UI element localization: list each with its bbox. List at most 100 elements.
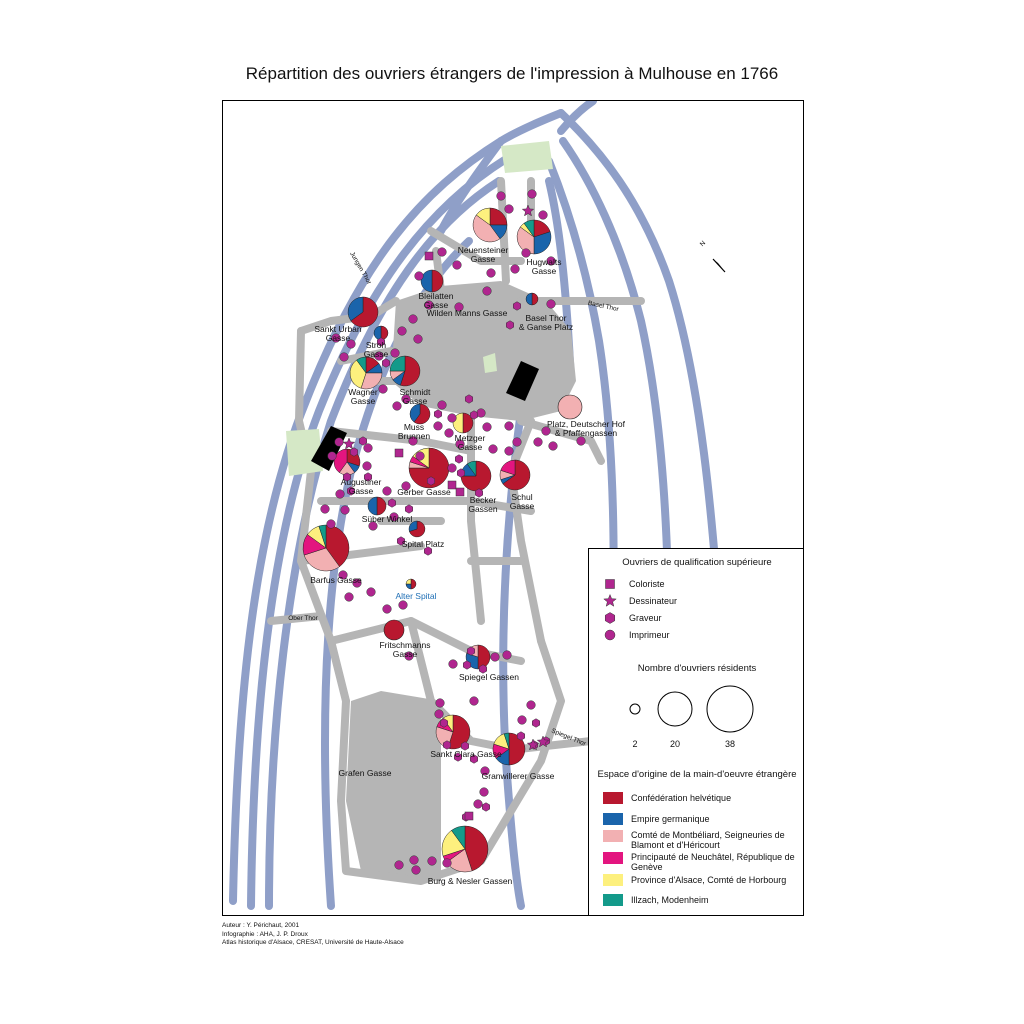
imprimeur-marker: [517, 715, 527, 725]
pie-neuensteiner: [472, 207, 508, 243]
label-sankt-clara: Sankt Clara Gasse: [430, 749, 502, 759]
imprimeur-marker: [382, 604, 392, 614]
legend-item-coloriste: Coloriste: [603, 577, 665, 591]
swatch-germanique: [603, 813, 623, 825]
imprimeur-marker: [504, 204, 514, 214]
imprimeur-marker: [366, 587, 376, 597]
imprimeur-marker: [442, 858, 452, 868]
label-schul-line-1: Schul: [511, 492, 532, 502]
legend-item-dessinateur: Dessinateur: [603, 594, 677, 608]
imprimeur-marker: [326, 519, 336, 529]
credit-atlas: Atlas historique d'Alsace, CRESAT, Unive…: [222, 939, 404, 946]
imprimeur-marker: [476, 408, 486, 418]
grafen-block: [346, 691, 441, 881]
swatch-illzach: [603, 894, 623, 906]
pie-suber-winkel: [367, 496, 387, 516]
origin-label-alsace: Province d'Alsace, Comté de Horbourg: [631, 875, 787, 885]
imprimeur-marker: [408, 314, 418, 324]
imprimeur-marker: [427, 856, 437, 866]
graveur-marker: [454, 752, 462, 762]
pie-wagner: [349, 356, 383, 390]
square-icon: [603, 577, 617, 591]
pie-granwillerer: [492, 732, 526, 766]
label-metzger-line-1: Metzger: [455, 433, 486, 443]
pie-slice: [451, 825, 466, 850]
label-grafen: Grafen Gasse: [339, 768, 392, 778]
imprimeur-marker: [413, 334, 423, 344]
size-circles: [629, 685, 754, 733]
pie-slice: [356, 356, 367, 374]
swatch-neuchatel: [603, 852, 623, 864]
label-spiegel-gassen: Spiegel Gassen: [459, 672, 519, 682]
imprimeur-marker: [390, 348, 400, 358]
imprimeur-marker: [339, 352, 349, 362]
pie-bleilatten: [420, 269, 444, 293]
imprimeur-marker: [352, 578, 362, 588]
pie-stroh: [373, 325, 389, 341]
origin-label-neuchatel: Principauté de Neuchâtel, République de …: [631, 852, 795, 872]
label-basel-thor-ganse-line-2: & Ganse Platz: [519, 322, 573, 332]
label-becker-line-1: Becker: [470, 495, 497, 505]
pie-slice: [420, 269, 433, 293]
graveur-marker: [470, 410, 478, 420]
imprimeur-marker: [469, 696, 479, 706]
pie-slice: [531, 292, 539, 306]
pie-slice: [462, 412, 474, 434]
origin-label-helvetique: Confédération helvétique: [631, 793, 732, 803]
label-fritschmanns-line-2: Gasse: [393, 649, 418, 659]
star-icon: [603, 594, 617, 608]
pie-slice: [350, 296, 379, 328]
label-sankt-urban-line-2: Gasse: [326, 333, 351, 343]
label-muss-brunnen-line-2: Brunnen: [398, 431, 430, 441]
credit-author: Auteur : Y. Périchaut, 2001: [222, 922, 300, 929]
origin-label-germanique: Empire germanique: [631, 814, 710, 824]
swatch-helvetique: [603, 792, 623, 804]
pie-slice: [464, 825, 489, 872]
imprimeur-marker: [488, 444, 498, 454]
park-west: [286, 429, 323, 476]
imprimeur-marker: [415, 451, 425, 461]
pie-basel-thor: [525, 292, 539, 306]
dessinateur-marker: [526, 738, 540, 751]
dessinateur-marker: [342, 437, 356, 450]
label-wagner-line-2: Gasse: [351, 396, 376, 406]
graveur-marker: [470, 754, 478, 764]
pie-slice: [475, 207, 491, 226]
label-schul-line-2: Gasse: [510, 501, 535, 511]
pie-slice: [318, 524, 327, 549]
label-neuensteiner-line-2: Gasse: [471, 254, 496, 264]
imprimeur-marker: [344, 592, 354, 602]
graveur-marker: [350, 447, 358, 457]
imprimeur-marker: [404, 651, 414, 661]
pie-slice: [466, 460, 477, 477]
street: [337, 347, 395, 365]
pie-slice: [413, 403, 431, 425]
label-muss-brunnen-line-1: Muss: [404, 422, 424, 432]
imprimeur-marker: [548, 441, 558, 451]
graveur-marker: [343, 472, 351, 482]
coloriste-marker: [447, 480, 457, 490]
graveur-marker: [455, 454, 463, 464]
park-north: [501, 141, 553, 173]
label-bleilatten-line-2: Gasse: [424, 300, 449, 310]
label-neuensteiner-line-1: Neuensteiner: [458, 245, 509, 255]
worker-markers: [320, 189, 586, 875]
imprimeur-marker: [455, 439, 465, 449]
pie-slice: [410, 578, 417, 590]
label-hugwalts-line-2: Gasse: [532, 266, 557, 276]
label-hugwalts-line-1: Hugwalts: [527, 257, 562, 267]
label-fritschmanns-line-1: Fritschmanns: [379, 640, 430, 650]
pie-slice: [405, 583, 412, 590]
river-channel: [247, 155, 510, 910]
imprimeur-marker: [482, 286, 492, 296]
imprimeur-marker: [437, 400, 447, 410]
label-schmidt-line-2: Gasse: [403, 396, 428, 406]
origin-pie-charts: [302, 207, 583, 873]
pie-slice: [349, 359, 367, 389]
street: [317, 497, 535, 515]
imprimeur-marker: [482, 422, 492, 432]
imprimeur-marker: [496, 191, 506, 201]
label-augustiner-line-2: Gasse: [349, 486, 374, 496]
